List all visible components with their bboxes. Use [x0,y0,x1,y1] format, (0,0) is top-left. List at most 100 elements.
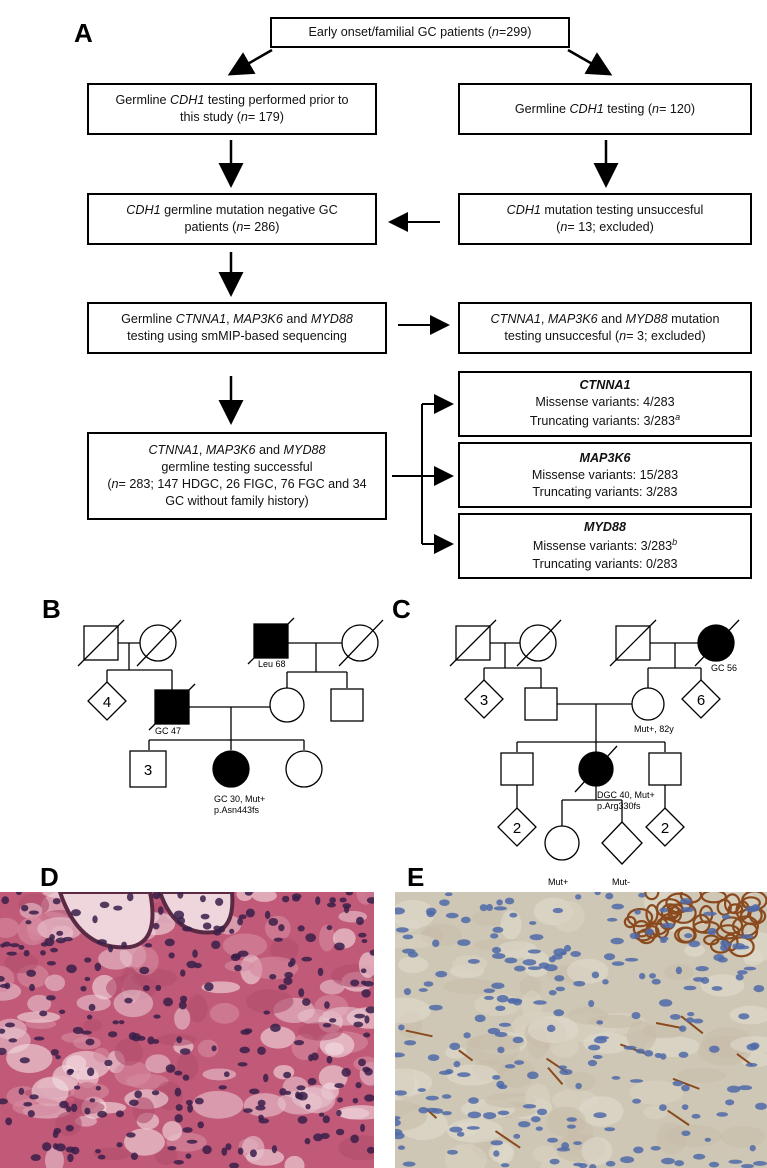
ihc-nucleus [591,971,600,979]
histology-ihc-image [395,892,767,1168]
he-nucleus [268,918,279,926]
he-nucleus [298,988,305,998]
ihc-nucleus [592,1054,603,1059]
ihc-nucleus [755,1102,767,1110]
box-cdh1-unsuccessful-line1: CDH1 mutation testing unsuccesful [506,203,704,217]
ihc-nucleus [660,939,667,944]
he-nucleus [270,1023,281,1032]
he-nucleus [152,922,160,930]
he-nucleus [70,1103,78,1113]
ihc-nucleus [508,998,523,1003]
map3k6-truncating: Truncating variants: 3/283 [532,484,678,499]
he-stroma [270,937,299,962]
he-nucleus [257,1046,266,1055]
he-nucleus [28,910,39,915]
he-nucleus [326,925,333,931]
he-nucleus [71,909,81,917]
box-smmip-testing-line1: Germline CTNNA1, MAP3K6 and MYD88 [121,312,353,326]
ihc-nucleus [558,1065,568,1070]
ihc-brown-membrane [623,915,637,929]
ihc-nucleus [740,934,754,939]
he-nucleus [6,951,17,956]
box-testing-successful: CTNNA1, MAP3K6 and MYD88 germline testin… [87,432,387,520]
ihc-nucleus [681,1130,691,1137]
ihc-nucleus [530,1116,541,1123]
panel-label-d: D [40,862,59,892]
myd88-footnote-mark: b [672,537,678,548]
he-nucleus [97,1110,108,1118]
ihc-stroma [551,900,585,933]
ihc-nucleus [725,1099,735,1106]
he-nucleus [176,1036,183,1044]
ihc-nucleus [496,1080,505,1089]
ihc-stroma [398,956,429,974]
ihc-brown-fiber [494,1130,521,1149]
he-stroma [187,994,208,1023]
he-nucleus [49,934,55,941]
ihc-nucleus [645,928,654,936]
pedigree-c-child1-label: Mut+ [548,877,568,887]
ihc-stroma [583,1032,631,1054]
he-stroma [61,1032,89,1043]
he-stroma [277,1090,323,1115]
ihc-nucleus [709,1045,720,1053]
ihc-stroma [445,1046,467,1059]
ihc-nucleus [573,1162,584,1167]
he-nucleus [126,1132,136,1138]
he-nucleus [341,1067,351,1077]
he-nucleus [360,968,367,974]
he-nucleus [322,1115,330,1124]
he-nucleus [2,941,11,947]
ihc-stroma [444,1144,488,1168]
he-nucleus [302,998,311,1006]
he-nucleus [94,962,102,972]
he-nucleus [360,980,367,985]
ihc-nucleus [575,1082,582,1090]
he-stroma [114,1038,143,1066]
he-stroma [6,1043,53,1073]
he-nucleus [284,971,293,979]
ihc-nucleus [460,916,471,924]
ihc-brown-fiber [547,1066,564,1085]
box-prior-testing-line1: Germline CDH1 testing performed prior to [115,93,349,107]
ihc-nucleus [587,1059,598,1067]
he-stroma [55,1111,82,1136]
ihc-stroma [488,1142,513,1163]
ihc-nucleus [669,1014,681,1020]
he-nucleus [211,1045,217,1052]
he-nucleus [178,1000,187,1010]
he-nucleus [263,1010,270,1015]
he-nucleus [113,905,123,911]
he-nucleus [99,901,110,909]
he-nucleus [350,979,360,987]
ihc-nucleus [611,1076,621,1080]
ihc-nucleus [527,966,542,971]
he-nucleus [365,1006,374,1014]
ihc-brown-membrane [723,893,741,914]
pedigree-c-father [524,687,558,721]
ihc-nucleus [457,1072,471,1078]
ihc-nucleus [435,970,448,978]
he-nucleus [305,933,316,943]
ihc-nucleus [692,1018,704,1024]
he-nucleus [225,1143,232,1151]
ihc-nucleus [535,1126,543,1131]
he-nucleus [229,1162,240,1168]
box-cdh1-unsuccessful: CDH1 mutation testing unsuccesful (n= 13… [458,193,752,245]
he-nucleus [318,1112,325,1117]
ihc-nucleus [649,973,656,979]
ihc-nucleus [528,921,537,925]
box-map3k6-results: MAP3K6 Missense variants: 15/283 Truncat… [458,442,752,508]
ihc-nucleus [588,1000,595,1008]
pedigree-b-affected-grandfather [253,623,289,659]
he-stroma [4,952,39,974]
he-nucleus [187,1104,193,1113]
ihc-nucleus [553,1009,565,1017]
ihc-nucleus [490,1140,504,1146]
he-nucleus [46,961,57,966]
he-nucleus [134,1090,142,1099]
pedigree-c-child2-label: Mut- [612,877,630,887]
ihc-nucleus [497,1110,510,1116]
he-nucleus [250,1149,257,1158]
map3k6-title: MAP3K6 [579,450,631,465]
